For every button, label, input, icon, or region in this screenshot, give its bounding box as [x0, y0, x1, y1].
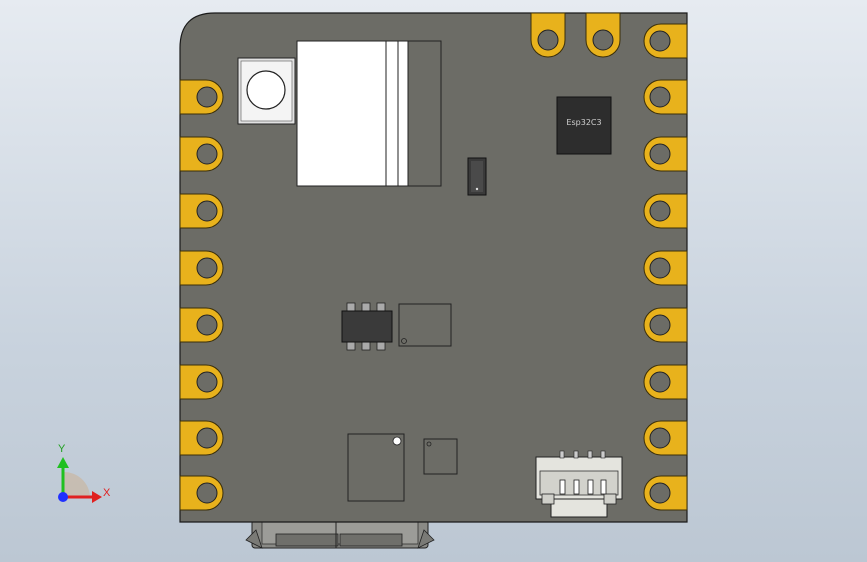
left-pad-hole: [196, 257, 218, 279]
right-pad-hole: [649, 257, 671, 279]
coordinate-triad: [57, 457, 102, 503]
right-pad-hole: [649, 143, 671, 165]
usb-c-connector: [245, 519, 435, 549]
qfn-chip: [347, 433, 405, 502]
left-pad-hole: [196, 314, 218, 336]
right-pad-hole: [649, 371, 671, 393]
right-castellated-pads: [643, 23, 688, 511]
voltage-regulator: [341, 302, 393, 351]
left-castellated-pads: [179, 79, 224, 511]
x-axis-label: X: [103, 487, 111, 499]
mcu-chip: Esp32C3: [556, 96, 612, 155]
right-pad-hole: [649, 427, 671, 449]
left-pad-hole: [196, 143, 218, 165]
right-pad-hole: [649, 314, 671, 336]
left-pad-hole: [196, 482, 218, 504]
reset-button: [237, 57, 296, 125]
mcu-marking: Esp32C3: [566, 118, 601, 127]
left-pad-hole: [196, 371, 218, 393]
charger-ic: [398, 303, 452, 347]
small-ic: [423, 438, 458, 475]
left-pad-hole: [196, 200, 218, 222]
z-axis-dot: [58, 492, 68, 502]
right-pad-hole: [649, 200, 671, 222]
right-pad-hole: [649, 86, 671, 108]
status-led: [467, 157, 487, 196]
y-axis-label: Y: [58, 443, 66, 455]
left-pad-hole: [196, 427, 218, 449]
top-castellated-pads: [530, 12, 621, 58]
battery-connector: [535, 450, 623, 518]
rf-shield-module: [296, 40, 442, 187]
left-pad-hole: [196, 86, 218, 108]
right-pad-hole: [649, 482, 671, 504]
right-pad-hole: [649, 30, 671, 52]
